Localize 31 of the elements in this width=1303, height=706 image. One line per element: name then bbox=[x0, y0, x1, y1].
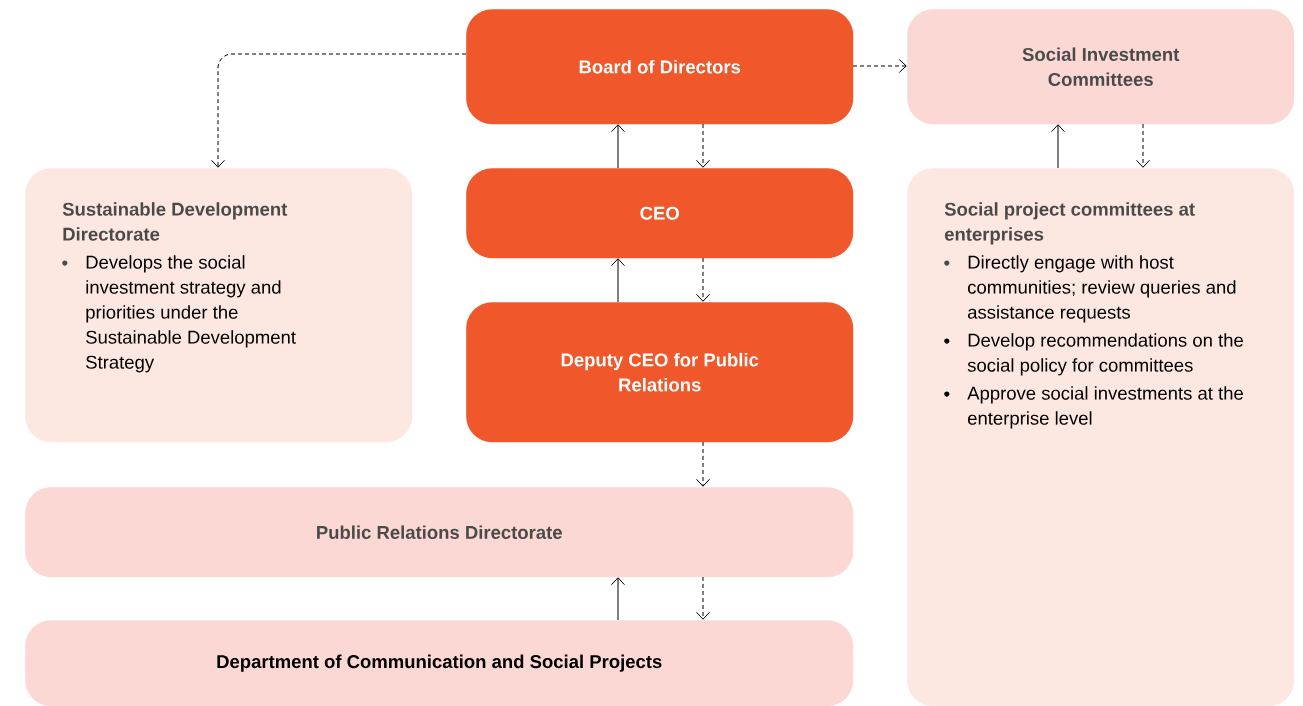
arrow bbox=[696, 257, 710, 302]
box-label: Department of Communication and Social Projects bbox=[217, 654, 662, 672]
info-card bbox=[25, 168, 413, 443]
org-box bbox=[466, 302, 854, 443]
card-heading: Sustainable Development Directorate bbox=[62, 202, 288, 241]
box-label: Deputy CEO for Public Relations bbox=[561, 352, 759, 392]
org-box bbox=[25, 487, 854, 578]
info-card bbox=[907, 168, 1295, 706]
arrow bbox=[1136, 123, 1150, 168]
org-box bbox=[25, 620, 854, 706]
card-heading: Social project committees at enterprises bbox=[944, 202, 1195, 245]
bullet-item: Develop recommendations on the social policy for committees bbox=[967, 333, 1243, 376]
arrow bbox=[611, 577, 625, 621]
arrow bbox=[611, 124, 625, 169]
box-label: Board of Directors bbox=[579, 59, 741, 74]
arrow bbox=[696, 576, 710, 620]
arrow bbox=[611, 258, 625, 303]
box-label: CEO bbox=[640, 206, 679, 220]
arrow bbox=[696, 441, 710, 487]
box-label: Social Investment Committees bbox=[1022, 47, 1180, 86]
arrow bbox=[211, 53, 467, 168]
bullet-item: Develops the social investment strategy and priorities under the Sustainable Development Strategy bbox=[86, 255, 296, 373]
org-box bbox=[466, 9, 854, 125]
org-box bbox=[907, 9, 1295, 125]
arrow bbox=[1051, 124, 1065, 169]
arrow bbox=[696, 123, 710, 168]
box-label: Public Relations Directorate bbox=[317, 525, 562, 539]
bullet-item: Directly engage with host communities; review queries and assistance requests bbox=[968, 255, 1236, 323]
bullet-item: Approve social investments at the enterprise level bbox=[967, 386, 1243, 429]
arrow bbox=[852, 59, 907, 73]
org-box bbox=[466, 168, 854, 259]
